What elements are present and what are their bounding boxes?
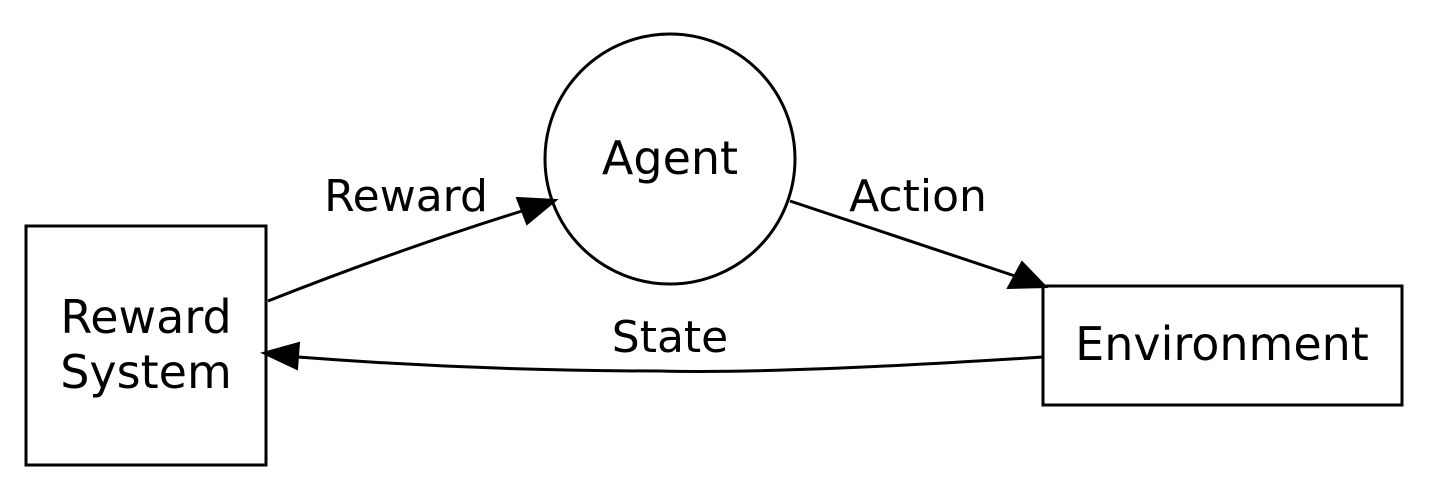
reward-arrowhead <box>515 196 559 226</box>
reward-edge-line <box>267 209 523 303</box>
environment-label: Environment <box>1075 317 1369 371</box>
reward-edge-label: Reward <box>324 171 488 222</box>
agent-circle <box>543 32 797 286</box>
state-edge: State <box>260 312 1044 373</box>
state-arrowhead <box>260 341 301 371</box>
action-edge: Action <box>789 171 1049 290</box>
agent-node: Agent <box>543 32 797 286</box>
reward-system-label-line-1: Reward <box>60 290 231 344</box>
environment-box <box>1041 284 1404 407</box>
reward-system-label-line-2: System <box>60 345 232 399</box>
environment-node: Environment <box>1041 284 1404 407</box>
agent-label: Agent <box>602 131 738 185</box>
action-edge-line <box>789 199 1016 278</box>
action-arrowhead <box>1006 260 1049 290</box>
state-edge-label: State <box>612 312 728 363</box>
reward-system-node: Reward System <box>24 224 268 467</box>
reward-edge: Reward <box>267 171 559 303</box>
action-edge-label: Action <box>849 171 987 222</box>
reward-system-box <box>24 224 268 467</box>
state-edge-line <box>297 355 1044 373</box>
